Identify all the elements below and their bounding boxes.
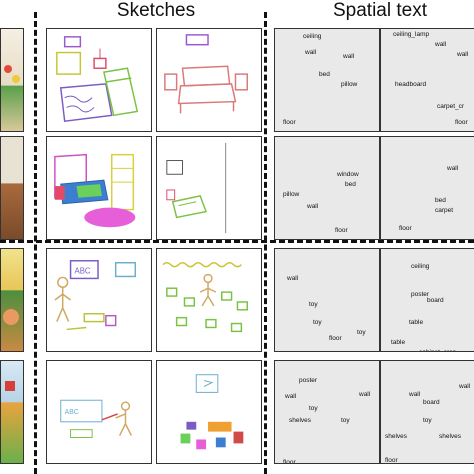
object-label: headboard xyxy=(395,81,427,88)
object-label: floor xyxy=(283,459,296,464)
scene-photo-4 xyxy=(0,360,24,464)
object-label: toy xyxy=(357,329,366,336)
object-label: ceiling_lamp xyxy=(393,31,430,38)
object-label: poster xyxy=(411,291,430,298)
spatial-text-panel: ceiling_lamp wall wall headboard carpet_… xyxy=(380,28,474,132)
object-label: floor xyxy=(455,119,468,126)
object-label: wall xyxy=(287,275,299,282)
spatial-text-panel: ceiling poster board table table cabinet… xyxy=(380,248,474,352)
object-label: shelves xyxy=(385,433,408,440)
object-label: board xyxy=(423,399,440,406)
object-label: ceiling xyxy=(411,263,430,270)
object-label: floor xyxy=(329,335,342,342)
object-label: toy xyxy=(309,405,318,412)
object-label: window xyxy=(337,171,359,178)
svg-text:ABC: ABC xyxy=(74,267,90,276)
spatial-text-header: Spatial text xyxy=(333,0,427,21)
scene-photo-1 xyxy=(0,28,24,132)
spatial-text-panel: wall wall board toy shelves shelves floo… xyxy=(380,360,474,464)
separator-left xyxy=(34,12,37,474)
object-label: wall xyxy=(457,51,469,58)
object-label: wall xyxy=(409,391,421,398)
separator-right xyxy=(264,12,267,474)
spatial-text-panel: ceiling wall wall bed pillow floor xyxy=(274,28,380,132)
object-label: floor xyxy=(335,227,348,234)
object-label: wall xyxy=(459,383,471,390)
object-label: toy xyxy=(313,319,322,326)
object-label: wall xyxy=(447,165,459,172)
object-label: poster xyxy=(299,377,318,384)
sketch-panel xyxy=(46,28,152,132)
object-label: toy xyxy=(341,417,350,424)
object-label: toy xyxy=(423,417,432,424)
object-label: shelves xyxy=(439,433,462,440)
spatial-text-panel: wall bed carpet floor xyxy=(380,136,474,240)
object-label: wall xyxy=(305,49,317,56)
object-label: cabinet_crop xyxy=(419,349,456,351)
object-label: wall xyxy=(343,53,355,60)
spatial-text-panel: window bed pillow wall floor xyxy=(274,136,380,240)
object-label: ceiling xyxy=(303,33,322,40)
object-label: table xyxy=(391,339,406,346)
object-label: wall xyxy=(359,391,371,398)
object-label: wall xyxy=(435,41,447,48)
sketch-panel: ABC xyxy=(46,248,152,352)
sketch-panel xyxy=(156,136,262,240)
object-label: floor xyxy=(399,225,412,232)
svg-text:ABC: ABC xyxy=(65,409,79,416)
object-label: wall xyxy=(285,393,297,400)
scene-photo-2 xyxy=(0,136,24,240)
object-label: toy xyxy=(309,301,318,308)
sketch-panel xyxy=(156,28,262,132)
object-label: table xyxy=(409,319,424,326)
object-label: wall xyxy=(307,203,319,210)
sketch-panel xyxy=(156,360,262,464)
object-label: bed xyxy=(345,181,356,188)
spatial-text-panel: wall toy toy toy floor xyxy=(274,248,380,352)
object-label: carpet_cr xyxy=(437,103,465,110)
object-label: bed xyxy=(319,71,330,78)
spatial-text-panel: poster wall toy wall shelves toy floor xyxy=(274,360,380,464)
object-label: shelves xyxy=(289,417,312,424)
sketch-panel: ABC xyxy=(46,360,152,464)
object-label: pillow xyxy=(341,81,358,88)
separator-horizontal xyxy=(0,240,474,243)
object-label: bed xyxy=(435,197,446,204)
scene-photo-3 xyxy=(0,248,24,352)
sketch-panel xyxy=(156,248,262,352)
object-label: floor xyxy=(283,119,296,126)
object-label: pillow xyxy=(283,191,300,198)
sketch-panel xyxy=(46,136,152,240)
object-label: floor xyxy=(385,457,398,464)
object-label: carpet xyxy=(435,207,454,214)
sketches-header: Sketches xyxy=(116,0,196,21)
object-label: board xyxy=(427,297,444,304)
